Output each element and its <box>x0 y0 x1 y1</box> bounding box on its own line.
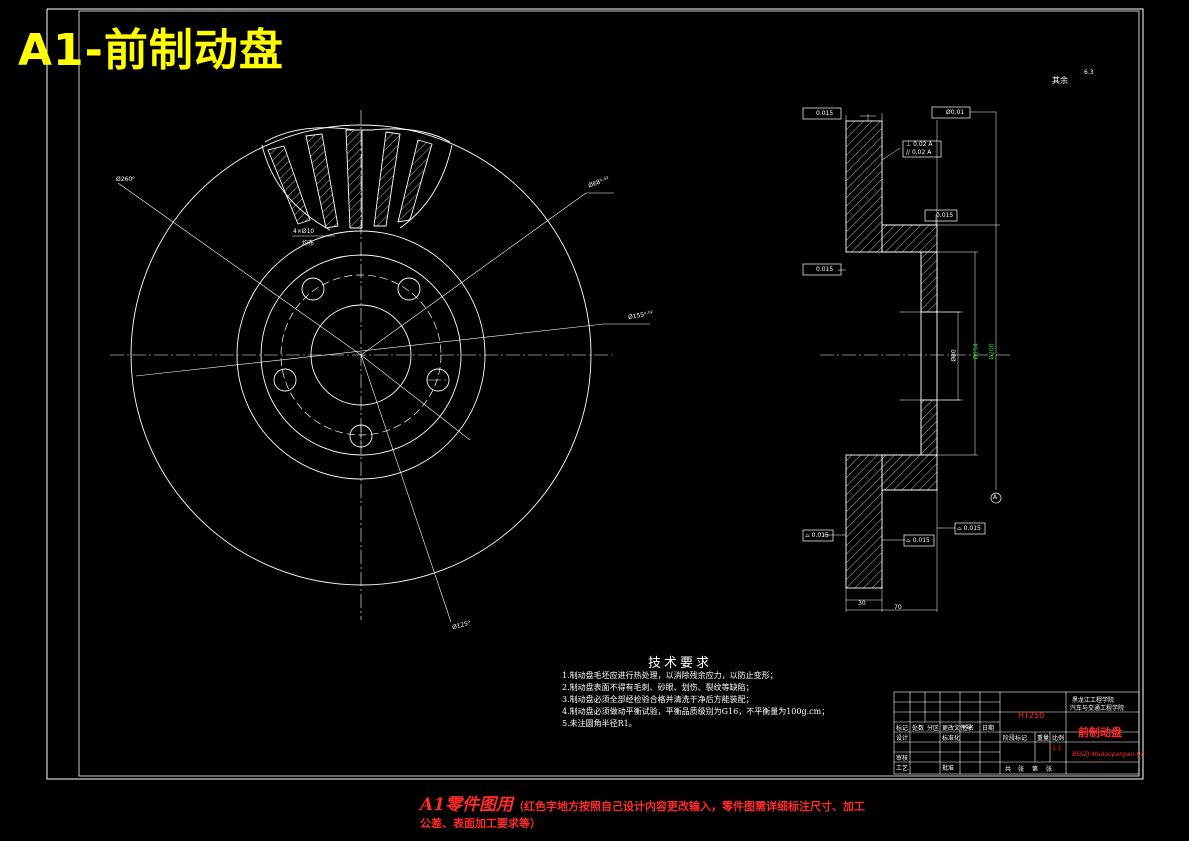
tol-parallel-2: // 0.02 A <box>906 149 932 156</box>
front-view-disc <box>110 110 650 623</box>
tol-bottom-right: ⌓ 0.015 <box>957 525 981 532</box>
tb-label-sheet: 张 <box>1046 766 1053 773</box>
footer-main: A1零件图用 <box>420 795 514 815</box>
outer-frame <box>46 8 1144 780</box>
dim-80: Ø80 <box>950 349 958 362</box>
dim-vent-sub: 均布 <box>302 240 315 247</box>
tb-label-scale: 比例 <box>1052 735 1065 742</box>
vent-section <box>261 127 453 231</box>
tol-parallel-1: ⊥ 0.02 A <box>906 141 933 148</box>
scale-value: 1:1 <box>1052 745 1062 752</box>
tech-requirement-item: 1.制动盘毛坯应进行热处理，以消除残余应力，以防止变形； <box>562 671 778 680</box>
tech-requirement-item: 5.未注圆角半径R1。 <box>562 719 637 728</box>
surface-finish-value: 6.3 <box>1084 69 1094 76</box>
tech-requirements-heading: 技术要求 <box>648 656 713 671</box>
tech-requirement-item: 4.制动盘必须做动平衡试验，平衡品质级别为G16，不平衡量为100g.cm； <box>562 707 830 716</box>
footer-note-line1: （红色字地方按照自己设计内容更改输入，零件图需详细标注尺寸、加工 <box>513 800 866 813</box>
tb-label-change: 更改文件号 <box>942 725 973 732</box>
tb-label-total: 共 <box>1005 766 1012 773</box>
tb-label-review: 审核 <box>896 755 909 762</box>
dim-200: Ø200 <box>988 343 996 360</box>
tol-position-top: Ø0.01 <box>946 109 965 116</box>
title-block <box>893 691 1140 775</box>
surface-finish-note: 其余 <box>1052 76 1068 85</box>
tb-label-no: 第 <box>1032 766 1039 773</box>
tb-label-process: 工艺 <box>896 765 909 772</box>
datum-label: A <box>993 494 998 501</box>
tech-requirement-item: 3.制动盘必须全部经检验合格并清洗干净后方能装配； <box>562 695 754 704</box>
part-name: 前制动盘 <box>1078 726 1122 739</box>
tb-label-date: 日期 <box>982 725 995 732</box>
dim-width-70: 70 <box>894 604 902 611</box>
drawing-number: BSSZJ-Mudanpanpan-01 <box>1072 751 1145 758</box>
dim-outer-diameter: Ø260⁰ <box>116 176 135 183</box>
tol-bottom-mid: ⌓ 0.015 <box>906 537 930 544</box>
tolerance-frame-boxes <box>802 106 986 547</box>
tb-label-mark: 标记 <box>896 725 909 732</box>
tol-flatness-top-left: 0.015 <box>816 110 834 117</box>
tb-label-weight: 重量 <box>1037 735 1050 742</box>
tol-flatness-mid-left: 0.015 <box>816 266 834 273</box>
dim-vent-label: 4×Ø10 <box>293 228 315 235</box>
tb-label-zone: 分区 <box>927 725 940 732</box>
school-name: 黑龙江工程学院 <box>1072 697 1115 704</box>
inner-frame <box>78 10 1140 777</box>
dim-154: Ø154 <box>972 343 980 360</box>
tech-requirement-item: 2.制动盘表面不得有毛刺、砂眼、划伤、裂纹等缺陷； <box>562 683 754 692</box>
tb-label-design: 设计 <box>896 735 909 742</box>
leader-lines <box>117 182 650 623</box>
tb-label-sign: 签名 <box>962 725 975 732</box>
tb-label-approve: 批准 <box>942 765 955 772</box>
tb-label-standard: 标准化 <box>942 735 961 742</box>
tol-mid-right: 0.015 <box>936 212 954 219</box>
material-label: HT250 <box>1018 711 1045 720</box>
tb-label-count: 处数 <box>912 725 925 732</box>
section-view <box>820 111 1010 612</box>
footer-note: A1零件图用（红色字地方按照自己设计内容更改输入，零件图需详细标注尺寸、加工 公… <box>420 797 980 832</box>
tb-label-sheets: 张 <box>1018 766 1025 773</box>
dim-width-30: 30 <box>858 600 866 607</box>
drawing-title: A1-前制动盘 <box>18 25 284 76</box>
footer-note-line2: 公差、表面加工要求等） <box>420 817 541 830</box>
tech-requirements-list: 1.制动盘毛坯应进行热处理，以消除残余应力，以防止变形； 2.制动盘表面不得有毛… <box>562 670 829 730</box>
tol-bottom-left: ⌓ 0.015 <box>805 532 829 539</box>
school-sub: 汽车与交通工程学院 <box>1070 705 1125 712</box>
tb-label-stage: 阶段标记 <box>1003 735 1028 742</box>
